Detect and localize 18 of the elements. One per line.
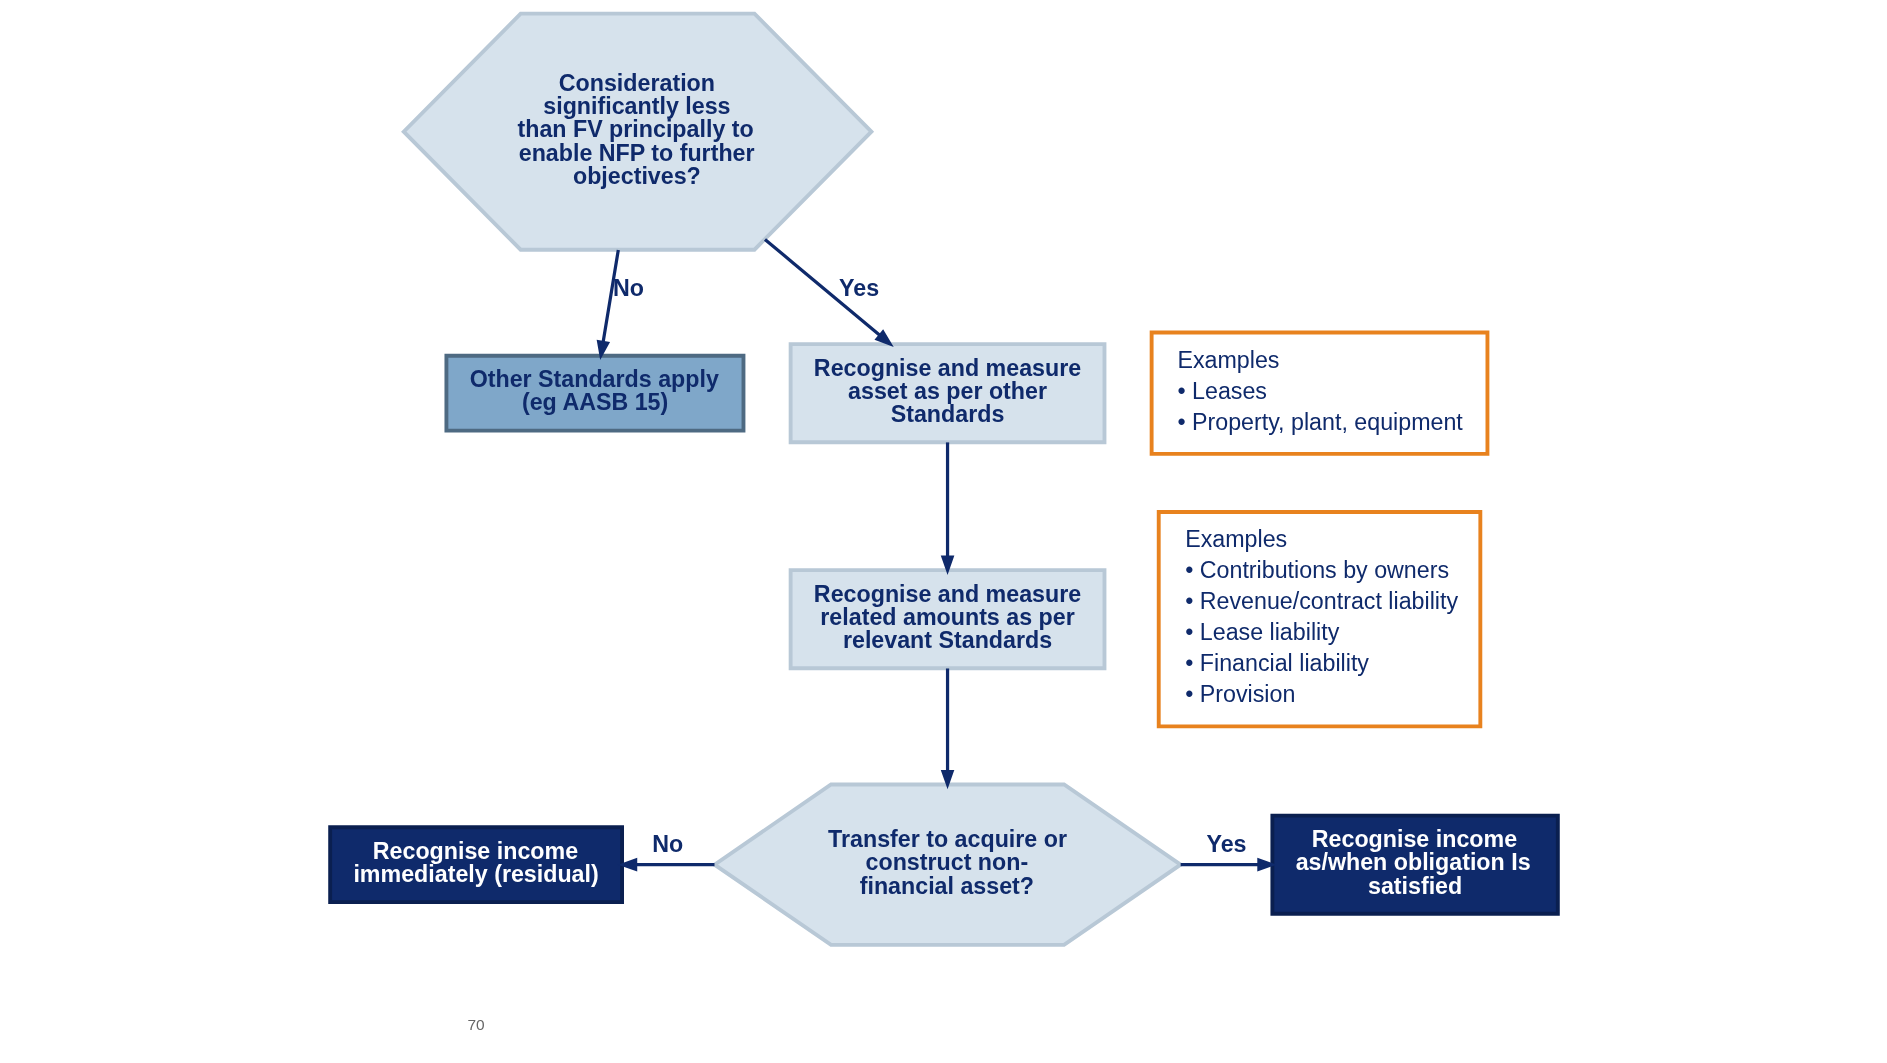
node-box: Examples • Leases • Property, plant, equipment xyxy=(1149,330,1489,456)
node-box: Other Standards apply (eg AASB 15) xyxy=(443,353,745,433)
node-box: Recognise and measure related amounts as per relevant Standards xyxy=(788,568,1106,671)
arrow xyxy=(1180,857,1277,872)
node-box: Recognise income immediately (residual) xyxy=(327,825,624,905)
edge-label: No xyxy=(612,274,644,301)
arrow xyxy=(763,238,894,347)
edge-label: Yes xyxy=(1205,831,1247,858)
edge-label: No xyxy=(651,831,683,858)
edge-label: Yes xyxy=(838,274,879,301)
node-box: Examples • Contributions by owners • Revenue/contract liability • Lease liability • Financial liability • Provision xyxy=(1156,510,1482,729)
arrow xyxy=(617,857,714,872)
arrow xyxy=(940,668,954,790)
arrow xyxy=(940,442,954,575)
node-box: Recognise income as/when obligation Is satisfied xyxy=(1269,813,1560,916)
node-box: Recognise and measure asset as per other Standards xyxy=(788,342,1106,445)
arrow xyxy=(596,249,620,360)
label: 70 xyxy=(467,1016,485,1034)
